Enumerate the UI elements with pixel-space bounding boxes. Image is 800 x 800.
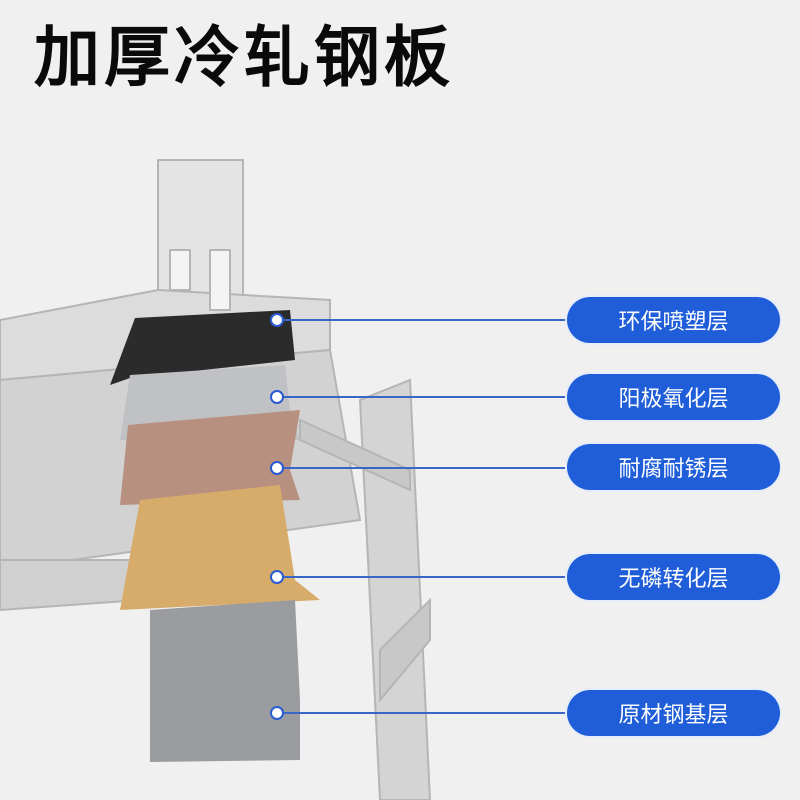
callout-dot [270, 313, 284, 327]
label-pill: 阳极氧化层 [567, 374, 780, 420]
label-pill: 原材钢基层 [567, 690, 780, 736]
layer-steel-base [150, 600, 300, 762]
layer-powder-coat [110, 310, 295, 385]
steel-layers [110, 310, 320, 762]
callout-line [280, 712, 567, 714]
callout-line [280, 576, 567, 578]
page-title: 加厚冷轧钢板 [34, 19, 454, 96]
callout-line [280, 396, 567, 398]
callout-dot [270, 706, 284, 720]
callout-dot [270, 461, 284, 475]
callout-dot [270, 570, 284, 584]
layer-anti-rust [120, 410, 300, 505]
callout-dot [270, 390, 284, 404]
label-pill: 耐腐耐锈层 [567, 444, 780, 490]
callout-line [280, 319, 567, 321]
label-pill: 环保喷塑层 [567, 297, 780, 343]
label-pill: 无磷转化层 [567, 554, 780, 600]
callout-line [280, 467, 567, 469]
